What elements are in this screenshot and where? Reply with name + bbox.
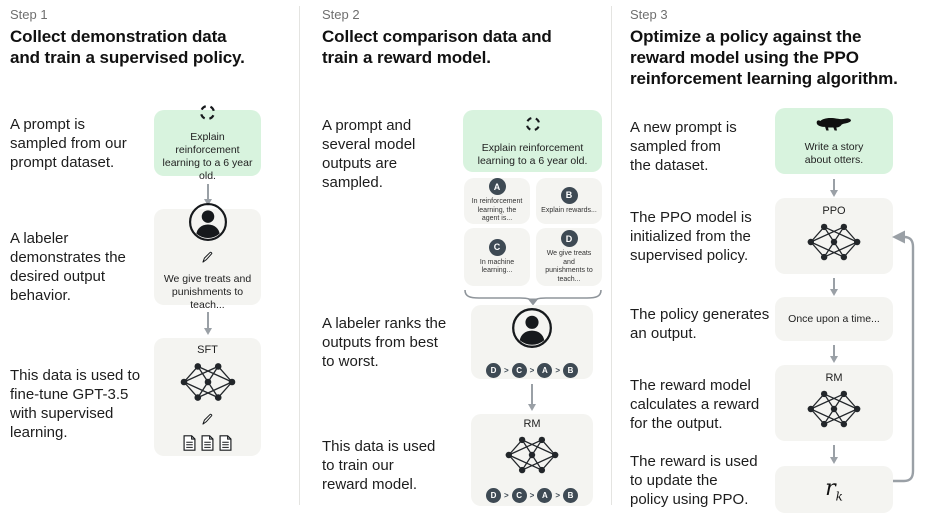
- step2-paragraph: This data is used to train our reward mo…: [322, 438, 436, 493]
- output-text: In machine learning...: [479, 258, 515, 275]
- flow-arrow-down: [830, 445, 838, 464]
- step1-paragraph: This data is used to fine-tune GPT-3.5 w…: [10, 367, 141, 441]
- documents-row: [183, 434, 232, 451]
- reward-value: rk: [825, 475, 843, 504]
- output-box-c: C In machine learning...: [464, 228, 530, 286]
- step3-reward-box: rk: [775, 466, 893, 513]
- step1-paragraph: A prompt is sampled from our prompt data…: [10, 116, 127, 171]
- step3-paragraph: The PPO model is initialized from the su…: [630, 209, 752, 264]
- pencil-icon: [201, 413, 214, 431]
- flow-arrow-down: [528, 384, 536, 411]
- ppo-label: PPO: [822, 204, 846, 217]
- otter-icon: [815, 116, 853, 138]
- cycle-icon: [198, 103, 217, 127]
- step2-title: Collect comparison data and train a rewa…: [322, 27, 552, 67]
- step1-prompt-box: Explain reinforcement learning to a 6 ye…: [154, 104, 261, 182]
- neural-network-icon: [805, 388, 863, 435]
- step3-prompt-box: Write a story about otters.: [775, 108, 893, 174]
- document-icon: [219, 434, 232, 451]
- output-letter-badge: C: [488, 238, 506, 256]
- output-text: We give treats and punishments to teach.…: [545, 250, 593, 283]
- step2-labeler-rank-box: D > C > A > B: [471, 305, 593, 379]
- rank-separator: >: [503, 490, 509, 500]
- rank-chip: A: [537, 362, 553, 378]
- rm-label: RM: [825, 371, 843, 384]
- rank-chip: A: [537, 487, 553, 503]
- step3-rm-box: RM: [775, 365, 893, 441]
- flow-arrow-down: [830, 179, 838, 197]
- neural-network-icon: [503, 434, 561, 481]
- column-divider: [299, 6, 300, 505]
- output-box-a: A In reinforcement learning, the agent i…: [464, 178, 530, 224]
- document-icon: [201, 434, 214, 451]
- rank-separator: >: [503, 365, 509, 375]
- flow-arrow-down: [204, 312, 212, 335]
- step3-paragraph: The reward is used to update the policy …: [630, 453, 758, 508]
- step3-title: Optimize a policy against the reward mod…: [630, 27, 898, 88]
- step2-prompt-box: Explain reinforcement learning to a 6 ye…: [463, 110, 602, 172]
- cycle-icon: [524, 115, 542, 138]
- step3-label: Step 3: [630, 7, 668, 22]
- rank-chip: C: [511, 487, 527, 503]
- output-letter-badge: A: [488, 178, 506, 196]
- output-box-b: B Explain rewards...: [536, 178, 602, 224]
- step3-ppo-box: PPO: [775, 198, 893, 274]
- rank-chip: C: [511, 362, 527, 378]
- step2-paragraph: A prompt and several model outputs are s…: [322, 117, 416, 191]
- step1-label: Step 1: [10, 7, 48, 22]
- step1-labeler-caption: We give treats and punishments to teach.…: [163, 273, 252, 311]
- rank-separator: >: [555, 490, 560, 500]
- flow-arrow-down: [830, 345, 838, 363]
- step2-prompt-text: Explain reinforcement learning to a 6 ye…: [477, 141, 588, 167]
- feedback-arrow: [892, 230, 915, 483]
- step2-rm-box: RM D > C > A: [471, 414, 593, 506]
- rm-label: RM: [523, 417, 541, 430]
- step1-paragraph: A labeler demonstrates the desired outpu…: [10, 230, 126, 304]
- step1-prompt-text: Explain reinforcement learning to a 6 ye…: [162, 131, 253, 182]
- ranking-row: D > C > A > B: [485, 362, 578, 378]
- rank-separator: >: [555, 365, 560, 375]
- step3-paragraph: The policy generates an output.: [630, 306, 770, 342]
- step3-paragraph: The reward model calculates a reward for…: [630, 377, 760, 432]
- step1-sft-box: SFT: [154, 338, 261, 456]
- output-box-d: D We give treats and punishments to teac…: [536, 228, 602, 286]
- step3-paragraph: A new prompt is sampled from the dataset…: [630, 119, 737, 174]
- neural-network-icon: [178, 360, 238, 409]
- rank-chip: D: [485, 487, 501, 503]
- rank-chip: B: [563, 362, 578, 378]
- rank-separator: >: [529, 365, 535, 375]
- output-letter-badge: D: [560, 230, 578, 247]
- step2-label: Step 2: [322, 7, 360, 22]
- step3-prompt-text: Write a story about otters.: [804, 140, 864, 166]
- brace-connector: [464, 289, 602, 306]
- rank-chip: B: [563, 487, 578, 503]
- pencil-icon: [201, 251, 214, 269]
- step1-labeler-box: We give treats and punishments to teach.…: [154, 203, 261, 311]
- output-text: In reinforcement learning, the agent is.…: [471, 198, 523, 223]
- generated-output-text: Once upon a time...: [788, 312, 880, 325]
- flow-arrow-down: [204, 184, 212, 206]
- document-icon: [183, 434, 196, 451]
- step1-title: Collect demonstration data and train a s…: [10, 27, 245, 67]
- step3-output-box: Once upon a time...: [775, 297, 893, 341]
- column-divider: [611, 6, 612, 505]
- neural-network-icon: [805, 221, 863, 268]
- output-text: Explain rewards...: [541, 206, 597, 214]
- person-icon: [188, 202, 228, 247]
- rank-chip: D: [485, 362, 501, 378]
- step2-paragraph: A labeler ranks the outputs from best to…: [322, 315, 447, 370]
- rank-separator: >: [529, 490, 535, 500]
- flow-arrow-down: [830, 278, 838, 296]
- sft-label: SFT: [197, 343, 218, 356]
- ranking-row: D > C > A > B: [485, 487, 578, 503]
- output-letter-badge: B: [560, 186, 578, 204]
- person-icon: [511, 307, 553, 354]
